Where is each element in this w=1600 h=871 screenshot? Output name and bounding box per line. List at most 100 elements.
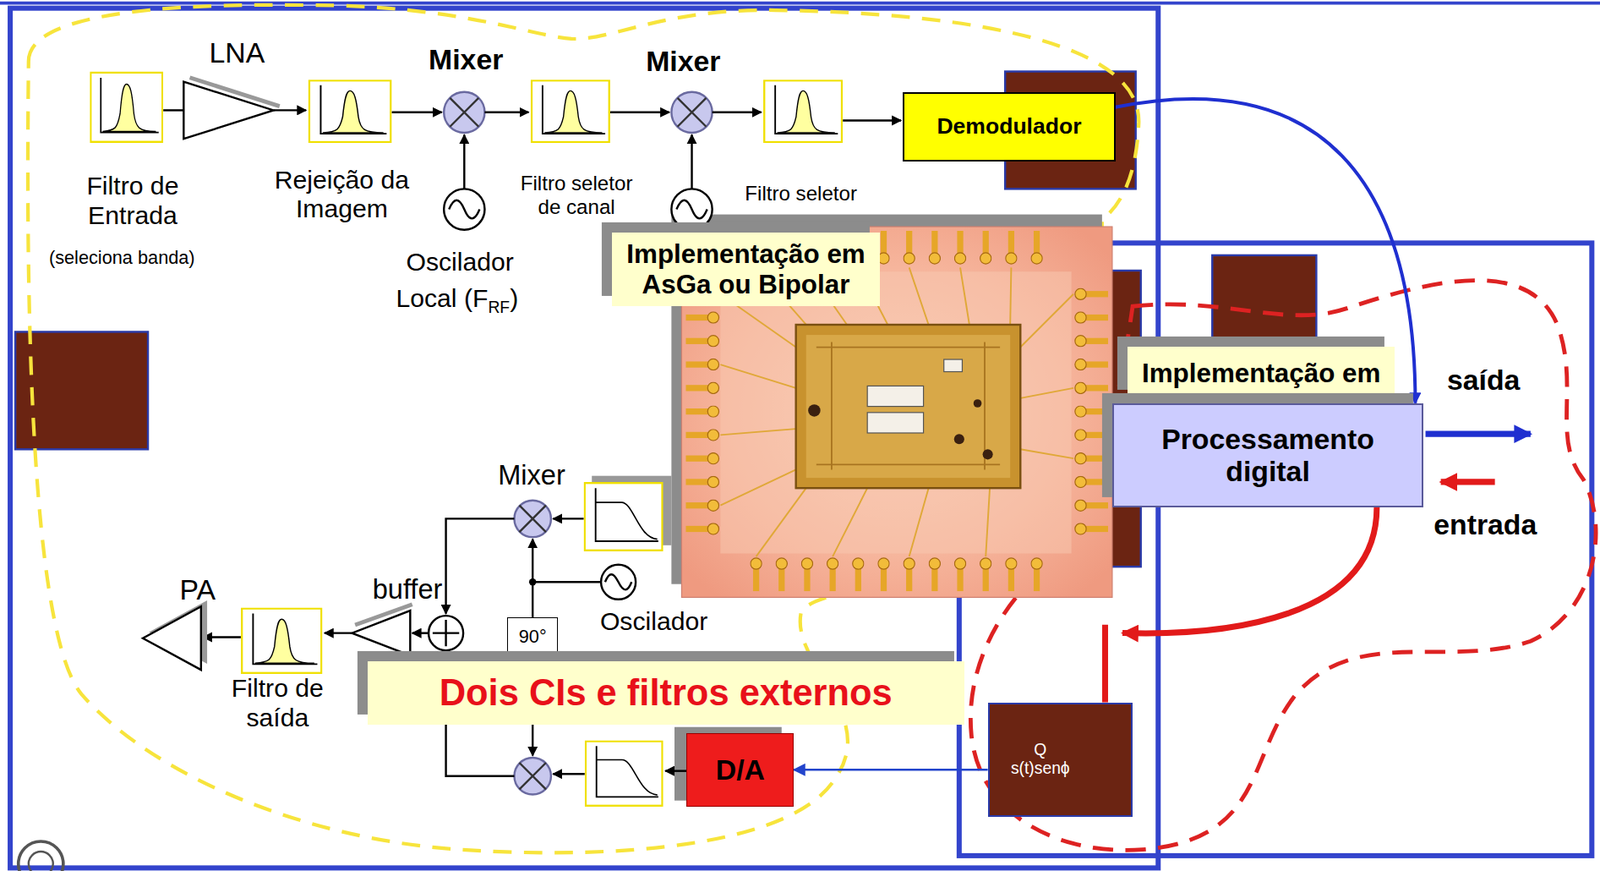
bandpass-filter: [764, 80, 842, 142]
chip-pin: [685, 311, 719, 323]
lowpass-filter: [584, 482, 663, 551]
brown-block: [1212, 255, 1317, 348]
chip-pin: [1075, 358, 1109, 370]
node-text: Implementação em AsGa ou Bipolar: [622, 239, 869, 301]
amplifier-symbol: [142, 606, 202, 670]
chip-die-core: [806, 334, 1011, 478]
die-dot: [973, 398, 983, 408]
callout-box: Implementação em AsGa ou Bipolar: [611, 232, 880, 306]
oscillator-symbol: [443, 188, 485, 230]
oscillator-symbol: [671, 188, 712, 230]
plus-sign: [432, 619, 459, 646]
label-group: Local (FRF): [395, 283, 519, 317]
chip-pin: [685, 453, 719, 465]
chip-pin: [1075, 382, 1109, 394]
chip-pin: [685, 475, 719, 487]
chip-pin: [685, 429, 719, 441]
bond-wires: [720, 267, 1074, 557]
chip-cavity: [720, 271, 1071, 553]
node-text: 90°: [518, 625, 547, 647]
bandpass-filter: [531, 80, 610, 142]
text-label: Local (F: [395, 283, 488, 312]
subscript-label: RF: [487, 298, 510, 317]
phase-shift-box: 90°: [507, 617, 558, 656]
wire: [552, 517, 584, 519]
text-label: Filtro seletor de canal: [510, 171, 644, 219]
chip-pin: [980, 230, 992, 264]
lowpass-filter: [585, 741, 663, 806]
amplifier-symbol: [183, 81, 274, 140]
buffer-symbol: [352, 610, 411, 656]
die-block: [867, 385, 923, 406]
text-label: Mixer: [497, 458, 566, 491]
oscillator-symbol: [600, 564, 636, 600]
chip-pin: [750, 557, 762, 591]
wire: [531, 539, 534, 583]
node-text: Implementação em: [1141, 358, 1381, 389]
node-text: Processamento digital: [1124, 422, 1412, 489]
chip-pin: [1075, 499, 1109, 511]
sine-wave: [676, 200, 707, 219]
chip-pin: [1031, 557, 1043, 591]
wire: [202, 635, 241, 638]
chip-pin: [826, 557, 838, 591]
signal-box: Qs(t)senϕ: [988, 702, 1133, 817]
summer-symbol: [428, 615, 464, 650]
chip-pin: [1005, 230, 1017, 264]
wire: [484, 111, 529, 114]
text-label: Filtro de saída: [217, 673, 338, 732]
node-text: Q: [1033, 740, 1047, 760]
text-label: Mixer: [428, 43, 503, 77]
input-arrow: [1441, 478, 1496, 485]
chip-pin: [980, 557, 992, 591]
chip-pin: [685, 335, 719, 347]
wire: [842, 119, 902, 121]
text-label: Mixer: [645, 44, 721, 78]
wire: [552, 772, 585, 775]
die-traces: [816, 342, 1000, 470]
text-label: ): [509, 283, 519, 312]
wire: [412, 631, 429, 634]
callout-box: Implementação em: [1127, 346, 1395, 400]
connector: [1104, 507, 1377, 703]
chip-pin: [928, 557, 940, 591]
text-label: Rejeição da Imagem: [265, 165, 419, 224]
text-label: PA: [179, 573, 216, 607]
mixer-symbol: [671, 92, 712, 133]
chip-die: [796, 324, 1022, 488]
node-text: s(t)senϕ: [1010, 759, 1071, 778]
node-text: Dois CIs e filtros externos: [439, 671, 893, 715]
mixer-cross: [677, 98, 707, 127]
chip-pin: [878, 557, 890, 591]
chip-pin: [1075, 475, 1109, 487]
chip-pin: [954, 230, 966, 264]
mixer-cross: [449, 98, 479, 127]
chip-pin: [685, 405, 719, 417]
wire: [531, 581, 534, 618]
die-dot: [808, 404, 820, 416]
wire: [392, 111, 443, 114]
chip-pin: [1075, 523, 1109, 535]
die-dot: [954, 433, 965, 444]
die-block: [867, 412, 923, 433]
node-text: Demodulador: [936, 113, 1082, 140]
text-label: saída: [1447, 363, 1520, 397]
chip-pin: [775, 557, 787, 591]
chip-pin: [1075, 335, 1109, 347]
chip-pin: [801, 557, 813, 591]
wire: [665, 769, 687, 771]
die-block: [944, 359, 963, 372]
logo: [28, 851, 54, 871]
mixer-cross: [519, 762, 547, 789]
output-arrow: [1425, 431, 1531, 437]
logo: [18, 840, 64, 871]
process-box: Processamento digital: [1112, 403, 1424, 508]
chip-pin: [1075, 453, 1109, 465]
mixer-cross: [519, 505, 547, 532]
callout-box: Dois CIs e filtros externos: [367, 660, 965, 725]
wire: [446, 518, 515, 613]
chip-pin: [685, 358, 719, 370]
chip-pin: [903, 230, 915, 264]
bandpass-filter: [90, 72, 163, 142]
